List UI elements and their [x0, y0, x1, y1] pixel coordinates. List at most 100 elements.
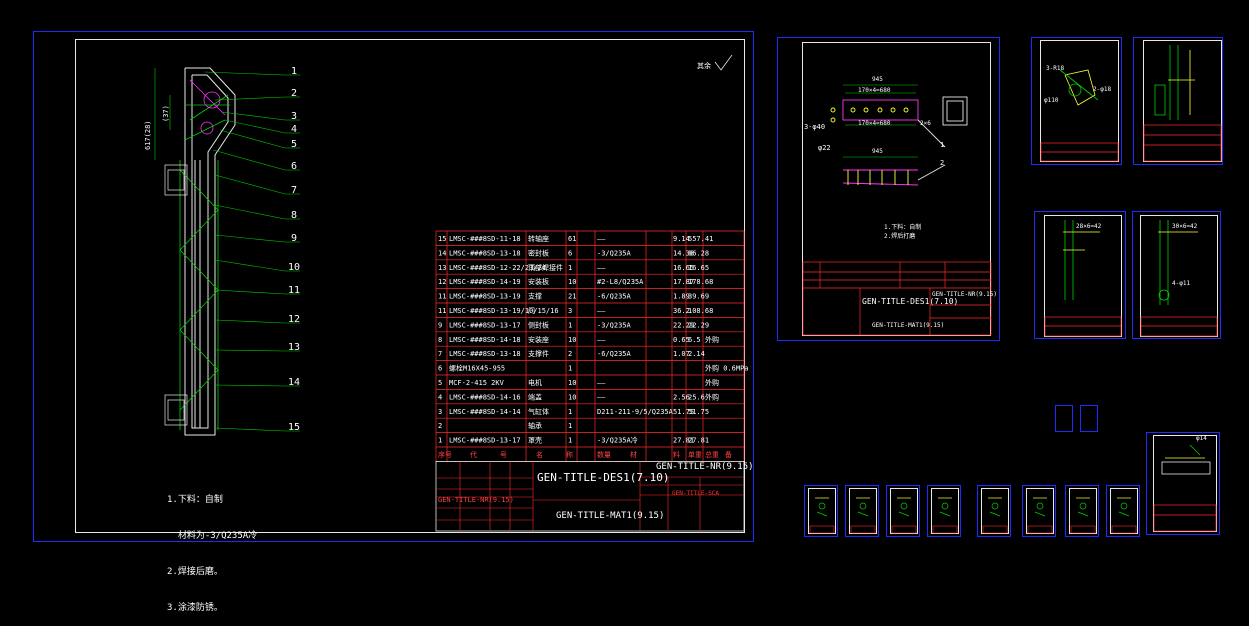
small-sheet-1[interactable]: [804, 485, 838, 537]
sheet-7-frame[interactable]: [1146, 432, 1220, 535]
title-sca: GEN-TITLE-SCA: [672, 490, 719, 497]
sheet-2-border: [802, 42, 991, 336]
s2-title-mat: GEN-TITLE-MAT1(9.15): [872, 322, 945, 329]
bom-header-cell: 代: [470, 450, 477, 459]
bom-cell-no: 15: [438, 235, 446, 243]
bom-cell-w2: 25.6: [688, 393, 705, 401]
bom-cell-w1: 9.14: [673, 235, 690, 243]
note-line: 材料为-3/Q235A冷: [167, 531, 258, 541]
s2-dim-6: φ22: [818, 144, 831, 152]
small-sheet-drawing: [982, 497, 1008, 534]
bom-cell-name: 罩壳: [528, 436, 542, 445]
small-sheet-drawing: [1111, 497, 1137, 534]
bom-cell-qty: 21: [568, 293, 576, 301]
small-sheet-4[interactable]: [927, 485, 961, 537]
bom-cell-code: LMSC-###8SD-13-17: [449, 437, 521, 445]
small-sheet-3[interactable]: [886, 485, 920, 537]
bom-cell-mat: ——: [597, 336, 606, 344]
s5-dim-1: 28×6=42: [1076, 223, 1102, 230]
bom-cell-qty: 3: [568, 307, 572, 315]
small-sheet-7[interactable]: [1065, 485, 1099, 537]
sheet-2-frame[interactable]: [777, 37, 1000, 341]
tiny-sheet-2[interactable]: [1080, 405, 1098, 432]
bom-cell-no: 2: [438, 422, 442, 430]
title-block: [435, 460, 745, 532]
sheet-3-frame[interactable]: [1031, 37, 1122, 165]
bom-cell-w1: 1.89: [673, 293, 690, 301]
bom-cell-w2: 6.5: [688, 336, 701, 344]
s2-dim-4: 2×6: [920, 120, 931, 127]
sheet-4-drawing: [1143, 45, 1222, 162]
bom-cell-w2: 39.69: [688, 293, 709, 301]
bom-cell-w2: 51.75: [688, 408, 709, 416]
s2-title-nr: GEN-TITLE-NR(9.15): [932, 291, 998, 298]
main-sheet-frame[interactable]: [33, 31, 754, 542]
s2-dim-5: 3-φ40: [804, 123, 826, 131]
bom-cell-mat: ——: [597, 264, 606, 272]
small-sheet-8[interactable]: [1106, 485, 1140, 537]
bom-cell-w1: 2.56: [673, 393, 690, 401]
bom-cell-code: LMSC-###8SD-13-19: [449, 293, 521, 301]
bom-cell-mat: D211-211-9/5/Q235A: [597, 408, 674, 416]
bom-cell-qty: 10: [568, 336, 576, 344]
s3-dim-1: 3-R18: [1046, 65, 1065, 72]
bom-cell-qty: 1: [568, 422, 572, 430]
note-line: 3.涂漆防锈。: [167, 603, 223, 613]
bom-cell-no: 11: [438, 293, 446, 301]
bom-cell-no: 4: [438, 393, 442, 401]
small-sheet-drawing: [1027, 497, 1053, 534]
leader-line: [214, 204, 300, 220]
callout-6: 6: [291, 161, 298, 172]
tiny-sheet-1[interactable]: [1055, 405, 1073, 432]
bom-cell-code: LMSC-###8SD-13-17: [449, 321, 521, 329]
bom-header-cell: 单重: [688, 450, 702, 459]
bom-cell-name: 端盖: [528, 392, 542, 401]
bom-cell-mat: ——: [597, 307, 606, 315]
svg-text:617(28): 617(28): [144, 120, 152, 150]
bom-cell-w2: 2.14: [688, 350, 705, 358]
s3-dim-3: 2-φ18: [1093, 86, 1112, 93]
s3-dim-2: φ110: [1044, 97, 1059, 104]
s2-dim-2: 170×4=680: [858, 87, 891, 94]
bom-cell-code: LMSC-###8SD-14-14: [449, 408, 521, 416]
bom-cell-qty: 61: [568, 235, 576, 243]
bom-cell-w1: 1.07: [673, 350, 690, 358]
bom-cell-note: 外购: [705, 335, 719, 344]
bom-cell-name: 安装座: [528, 335, 549, 344]
bom-cell-w2: 16.65: [688, 264, 709, 272]
bom-cell-qty: 10: [568, 278, 576, 286]
small-sheet-drawing: [932, 497, 958, 534]
sheet-5-frame[interactable]: [1034, 211, 1126, 339]
title-des: GEN-TITLE-DES1(7.10): [537, 471, 670, 484]
bom-cell-no: 12: [438, 278, 446, 286]
bom-cell-mat: -6/Q235A: [597, 293, 632, 301]
bom-cell-no: 3: [438, 408, 442, 416]
s2-dim-7: 945: [872, 148, 883, 155]
leader-line: [212, 149, 300, 171]
leader-line: [214, 234, 300, 243]
bom-cell-name: 密封板: [528, 248, 549, 257]
bom-cell-w1: 22.29: [673, 321, 694, 329]
bom-cell-w2: 108.68: [688, 307, 713, 315]
bom-header-cell: 称: [566, 450, 573, 459]
bom-cell-w2: 27.81: [688, 437, 709, 445]
bom-cell-name: 电机: [528, 378, 542, 387]
small-sheet-6[interactable]: [1022, 485, 1056, 537]
bom-cell-qty: 1: [568, 264, 572, 272]
main-sheet-drawing: 617(28) (37) 其余: [144, 54, 733, 436]
small-sheet-2[interactable]: [845, 485, 879, 537]
bom-cell-w1: 51.75: [673, 408, 694, 416]
bom-header-cell: 料: [673, 450, 680, 459]
sheet-4-frame[interactable]: [1133, 37, 1223, 165]
small-sheet-border: [890, 488, 918, 534]
bom-cell-no: 1: [438, 437, 442, 445]
small-sheet-border: [849, 488, 877, 534]
sheet-6-frame[interactable]: [1132, 211, 1221, 339]
bom-cell-name: 支撑: [528, 292, 542, 301]
bom-cell-no: 5: [438, 379, 442, 387]
callout-10: 10: [288, 262, 301, 273]
small-sheet-5[interactable]: [977, 485, 1011, 537]
bom-header-cell: 号: [500, 451, 507, 459]
bom-cell-w2: 557.41: [688, 235, 713, 243]
s2-dim-9: 2: [940, 159, 945, 167]
